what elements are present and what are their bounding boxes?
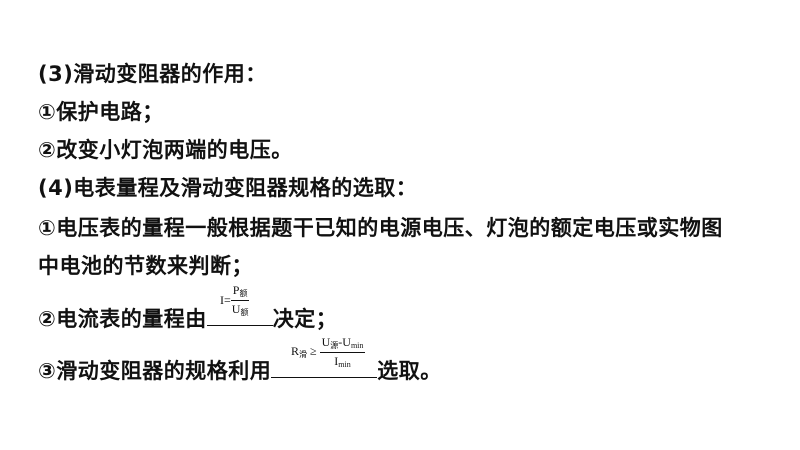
formula-current-num-sub: 额 — [239, 289, 248, 298]
formula-res-lhs: R — [291, 344, 300, 358]
item-voltmeter-range: ①电压表的量程一般根据题干已知的电源电压、灯泡的额定电压或实物图 — [38, 216, 723, 240]
slider-prefix: ③滑动变阻器的规格利用 — [38, 359, 272, 383]
formula-res-den: I — [334, 354, 339, 368]
item-protect-circuit: ①保护电路； — [38, 100, 164, 124]
item-ammeter-range: ②电流表的量程由 决定； — [38, 305, 337, 333]
formula-res-num-a-sub: 源 — [330, 341, 339, 350]
formula-res-lhs-sub: 滑 — [299, 350, 308, 359]
formula-res-num-a: U — [321, 335, 331, 349]
ammeter-prefix: ②电流表的量程由 — [38, 307, 207, 331]
formula-res-op: ≥ — [310, 344, 317, 358]
item-voltmeter-range-continued: 中电池的节数来判断； — [38, 254, 253, 278]
answer-blank-2 — [271, 376, 378, 378]
formula-current-lhs: I= — [220, 293, 231, 307]
slider-suffix: 选取。 — [377, 359, 442, 383]
formula-res-num-b: -U — [338, 335, 351, 349]
formula-current-den: U — [231, 302, 241, 316]
formula-current-num: P — [232, 283, 240, 297]
item-change-voltage: ②改变小灯泡两端的电压。 — [38, 138, 293, 162]
formula-res-num-b-sub: min — [350, 341, 364, 350]
ammeter-suffix: 决定； — [272, 307, 338, 331]
heading-slider-function: (3)滑动变阻器的作用： — [38, 62, 267, 86]
answer-blank-1 — [206, 324, 273, 326]
heading-meter-range-selection: (4)电表量程及滑动变阻器规格的选取： — [38, 176, 418, 200]
item-slider-spec: ③滑动变阻器的规格利用 选取。 — [38, 357, 442, 385]
formula-current-den-sub: 额 — [240, 308, 249, 317]
formula-res-den-sub: min — [338, 360, 351, 369]
